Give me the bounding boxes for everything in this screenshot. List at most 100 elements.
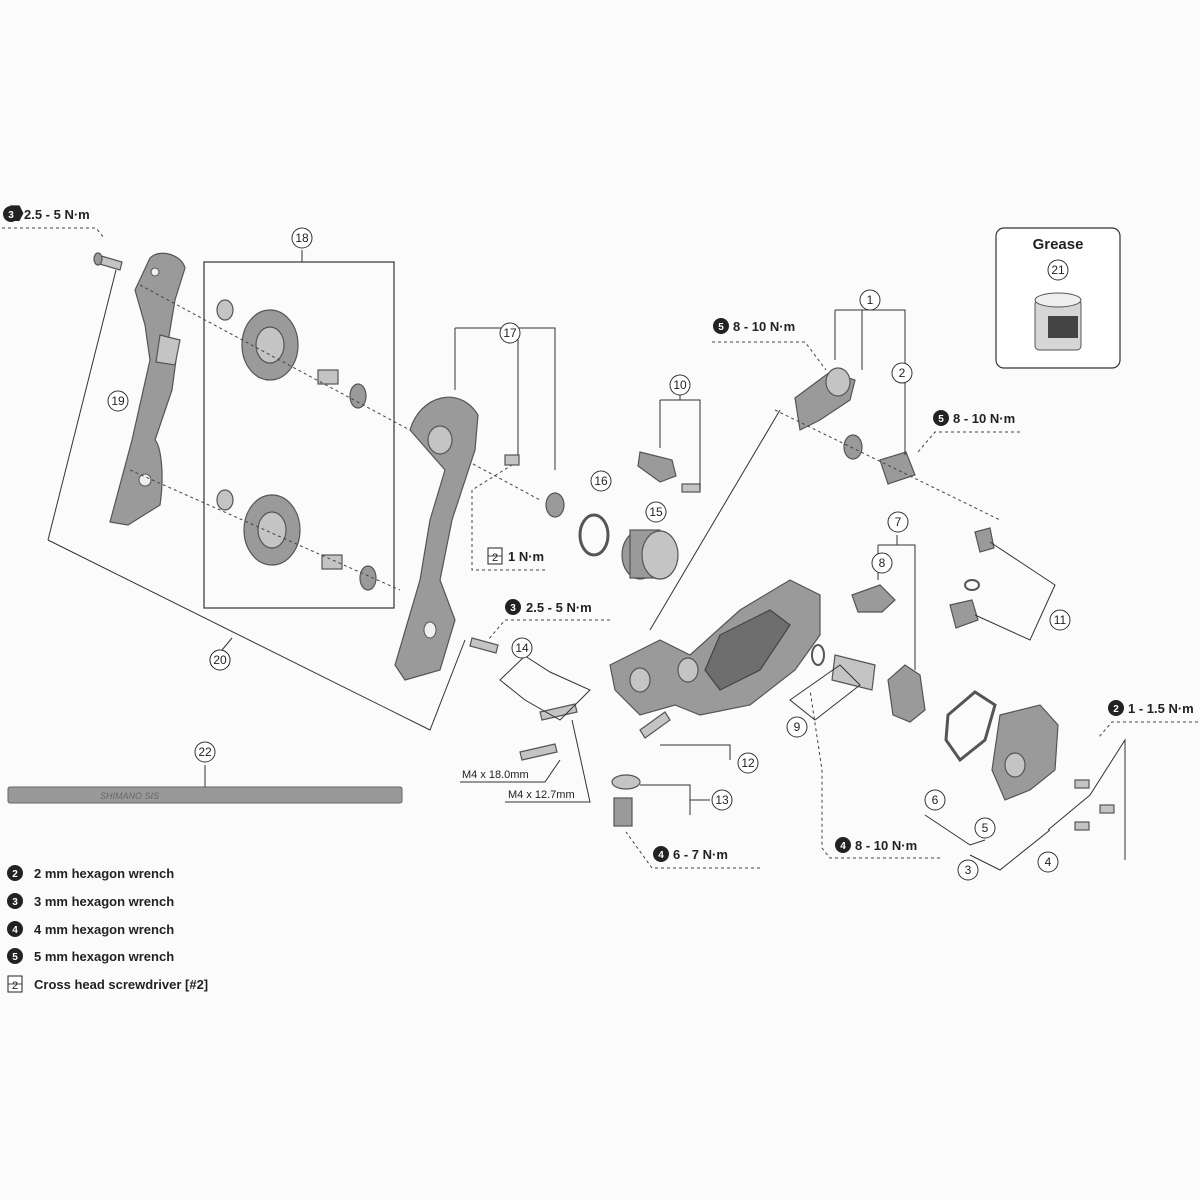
legend-item-cross-head: 2 Cross head screwdriver [#2]: [7, 975, 208, 993]
torque-value: 8 - 10 N·m: [855, 838, 917, 853]
part-number-7: 7: [895, 515, 902, 529]
torque-value: 8 - 10 N·m: [733, 319, 795, 334]
part-number-9: 9: [794, 720, 801, 734]
part-number-1: 1: [867, 293, 874, 307]
hex-badge-number: 2: [1113, 704, 1119, 715]
part-number-16: 16: [594, 474, 608, 488]
part-1-bracket: [794, 367, 863, 460]
part-11-parts: [949, 527, 995, 629]
hex-badge-icon: [3, 206, 19, 222]
screw-top-left: [93, 252, 123, 271]
part-number-circle: [737, 752, 759, 774]
screw-size-long: M4 x 18.0mm: [462, 769, 529, 781]
screw-mid: [469, 637, 499, 654]
part-number-circle: [669, 374, 691, 396]
hex-badge-number: 4: [840, 841, 846, 852]
grease-title: Grease: [1033, 236, 1084, 253]
hex-badge-number: 5: [718, 322, 724, 333]
part-number-20: 20: [213, 653, 227, 667]
part-number-19: 19: [111, 394, 125, 408]
torque-spec-8: 4 6 - 7 N·m: [625, 831, 760, 869]
part-number-circle: [924, 789, 946, 811]
part-2-bolt: [879, 451, 916, 485]
part-number-5: 5: [982, 821, 989, 835]
svg-text:3: 3: [12, 897, 18, 908]
part-number-17: 17: [503, 326, 517, 340]
part-number-13: 13: [715, 793, 729, 807]
grease-jar-icon: [1034, 292, 1082, 351]
hex-badge-number: 2: [492, 552, 498, 564]
part-5-cover: [991, 704, 1059, 801]
screw-size-short: M4 x 12.7mm: [508, 789, 575, 801]
torque-spec-7: 4 8 - 10 N·m: [809, 689, 940, 859]
hex-badge-icon: [505, 599, 521, 615]
hex-badge-number: 5: [938, 414, 944, 425]
svg-text:5 mm hexagon wrench: 5 mm hexagon wrench: [34, 949, 174, 964]
part-number-22: 22: [198, 745, 212, 759]
svg-text:4: 4: [12, 925, 18, 936]
part-number-circle: [1037, 851, 1059, 873]
part-14-screws: [519, 703, 578, 761]
part-number-circle: [499, 322, 521, 344]
hex-badge-icon: [1108, 700, 1124, 716]
part-19-derailleur-plate: [109, 252, 186, 526]
torque-value: 8 - 10 N·m: [953, 411, 1015, 426]
part-number-10: 10: [673, 378, 687, 392]
torque-value: 1 N·m: [508, 549, 544, 564]
hex-badge-number: 3: [8, 210, 14, 221]
part-17-pulley-cage: [394, 396, 565, 681]
legend-item-5mm: 5 5 mm hexagon wrench: [7, 948, 174, 964]
pulley-lower: [216, 489, 377, 591]
part-number-circle: [511, 637, 533, 659]
torque-value: 2.5 - 5 N·m: [526, 600, 592, 615]
torque-spec-2: 5 8 - 10 N·m: [712, 318, 827, 371]
part-16-ring: [578, 513, 610, 557]
part-number-circle: [871, 552, 893, 574]
torque-value: 2.5 - 5 N·m: [24, 207, 90, 222]
part-number-3: 3: [965, 863, 972, 877]
part-number-circle: [1047, 259, 1069, 281]
part-number-6: 6: [932, 793, 939, 807]
hex-badge-number: 4: [658, 850, 664, 861]
svg-text:2 mm hexagon wrench: 2 mm hexagon wrench: [34, 866, 174, 881]
part-number-15: 15: [649, 505, 663, 519]
hex-badge-icon: [713, 318, 729, 334]
torque-spec-5: 3 2.5 - 5 N·m: [487, 599, 610, 641]
part-4-screws: [1074, 779, 1115, 831]
part-18-group-box: [203, 261, 395, 609]
svg-text:2: 2: [12, 980, 18, 992]
torque-value: 6 - 7 N·m: [673, 847, 728, 862]
tool-legend: 2 2 mm hexagon wrench 3 3 mm hexagon wre…: [7, 865, 208, 993]
part-number-circle: [645, 501, 667, 523]
part-number-21: 21: [1051, 263, 1065, 277]
svg-text:Cross head screwdriver [#2]: Cross head screwdriver [#2]: [34, 977, 208, 992]
torque-spec-4: 2 1 N·m: [471, 459, 545, 571]
part-6-seal: [944, 690, 997, 763]
part-number-14: 14: [515, 641, 529, 655]
legend-item-2mm: 2 2 mm hexagon wrench: [7, 865, 174, 881]
pulley-upper: [216, 299, 367, 409]
part-number-circle: [859, 289, 881, 311]
legend-item-3mm: 3 3 mm hexagon wrench: [7, 893, 174, 909]
part-number-circle: [887, 511, 909, 533]
part-number-circle: [974, 817, 996, 839]
svg-text:3 mm hexagon wrench: 3 mm hexagon wrench: [34, 894, 174, 909]
part-number-circle: [786, 716, 808, 738]
part-number-circle: [1049, 609, 1071, 631]
hex-badge-icon: [835, 837, 851, 853]
part-number-11: 11: [1054, 613, 1067, 627]
part-number-circle: [711, 789, 733, 811]
part-9-axle: [811, 644, 876, 691]
part-13-bolt: [611, 774, 641, 827]
cable-text: SHIMANO SIS: [100, 791, 159, 801]
torque-spec-1: 3 2.5 - 5 N·m: [2, 205, 105, 239]
part-15-spring: [621, 529, 679, 580]
part-number-circle: [891, 362, 913, 384]
torque-spec-6: 2 1 - 1.5 N·m: [1097, 700, 1198, 739]
legend-item-4mm: 4 4 mm hexagon wrench: [7, 921, 174, 937]
part-22-cable: SHIMANO SIS: [7, 765, 403, 804]
part-number-2: 2: [899, 366, 906, 380]
hex-badge-icon: [653, 846, 669, 862]
svg-text:2: 2: [12, 869, 18, 880]
